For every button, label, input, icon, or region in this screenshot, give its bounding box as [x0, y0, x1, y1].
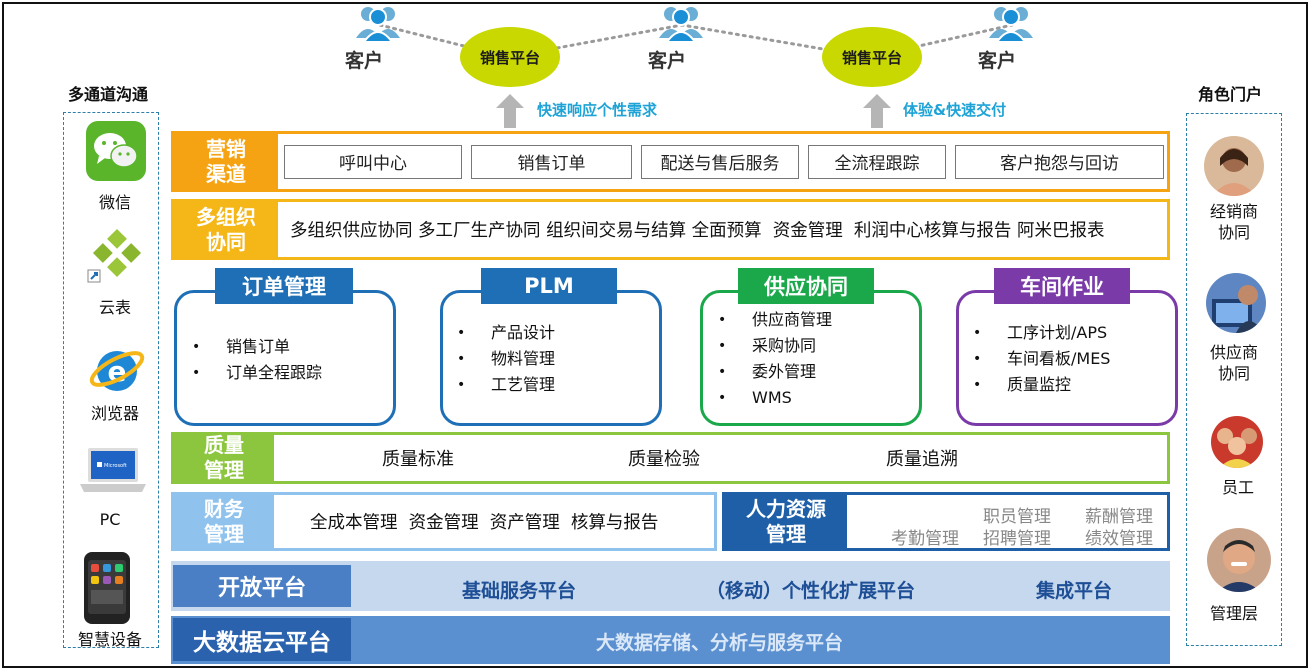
module-title-workshop: 车间作业: [994, 268, 1130, 304]
channel-label-pc: PC: [99, 510, 121, 529]
finance-head-line2: 管理: [204, 521, 244, 546]
laptop-icon: Microsoft: [80, 448, 146, 492]
module-item: 供应商管理: [718, 307, 832, 333]
hr-head: 人力资源管理: [725, 495, 847, 548]
role-label-employee: 员工: [1221, 478, 1254, 497]
role-label-supplier-line2: 协同: [1217, 364, 1250, 383]
cloud-table-icon: [87, 228, 142, 283]
finance-text: 全成本管理 资金管理 资产管理 核算与报告: [310, 513, 659, 533]
marketing-item: 呼叫中心: [284, 144, 462, 179]
marketing-item: 配送与售后服务: [641, 144, 799, 179]
finance-row: 财务管理 全成本管理 资金管理 资产管理 核算与报告: [171, 492, 717, 551]
hr-head-line2: 管理: [766, 521, 806, 546]
finance-head: 财务管理: [174, 495, 274, 548]
role-label-dealer-line2: 协同: [1217, 223, 1250, 242]
role-portal-title: 角色门户: [1198, 85, 1263, 104]
svg-text:Microsoft: Microsoft: [104, 463, 127, 469]
open-platform-head: 开放平台: [173, 565, 351, 607]
role-label-supplier-line1: 供应商: [1209, 343, 1258, 362]
hr-head-line1: 人力资源: [746, 496, 826, 521]
module-list-order: 销售订单 订单全程跟踪: [192, 334, 322, 386]
smart-device-icon: [84, 552, 130, 624]
marketing-head-line1: 营销: [206, 136, 246, 161]
customer-label: 客户: [344, 50, 383, 72]
hr-item: 考勤管理: [891, 529, 959, 549]
module-item: 质量监控: [973, 372, 1110, 398]
marketing-item: 全流程跟踪: [808, 144, 946, 179]
multi-org-head-line2: 协同: [206, 229, 246, 254]
multi-channel-title: 多通道沟通: [68, 85, 149, 104]
module-list-plm: 产品设计 物料管理 工艺管理: [457, 320, 555, 398]
role-label-management: 管理层: [1209, 604, 1258, 623]
open-platform-item: 基础服务平台: [462, 580, 577, 602]
management-avatar: [1207, 528, 1271, 592]
quality-item: 质量标准: [382, 449, 454, 470]
bigdata-head: 大数据云平台: [173, 618, 351, 661]
hr-row: 人力资源管理 职员管理 薪酬管理 考勤管理 招聘管理 绩效管理: [722, 492, 1170, 551]
module-title-plm: PLM: [481, 268, 617, 304]
channel-label-cloud-table: 云表: [98, 298, 131, 317]
marketing-item: 客户抱怨与回访: [955, 144, 1164, 179]
hr-item: 招聘管理: [983, 529, 1051, 549]
wechat-icon: [86, 121, 146, 181]
employee-avatar: [1211, 416, 1263, 468]
module-item: 销售订单: [192, 334, 322, 360]
sales-platform-left: 销售平台: [460, 27, 560, 87]
customer-person-icon: [989, 2, 1033, 43]
marketing-head-line2: 渠道: [206, 161, 246, 186]
right-arrow-caption: 体验&快速交付: [903, 101, 1007, 119]
dealer-avatar: [1204, 136, 1264, 196]
marketing-channel-head: 营销渠道: [174, 134, 278, 189]
module-list-workshop: 工序计划/APS 车间看板/MES 质量监控: [973, 320, 1110, 398]
supplier-avatar: [1206, 273, 1266, 333]
module-item: 采购协同: [718, 333, 832, 359]
role-portal-panel: [1186, 113, 1282, 646]
module-item: WMS: [718, 385, 832, 411]
quality-item: 质量检验: [628, 449, 700, 470]
module-item: 车间看板/MES: [973, 346, 1110, 372]
module-item: 工艺管理: [457, 372, 555, 398]
module-title-supply: 供应协同: [738, 268, 874, 304]
module-item: 产品设计: [457, 320, 555, 346]
multi-org-head: 多组织协同: [174, 202, 278, 257]
up-arrow-icon: [863, 94, 891, 128]
quality-head-line2: 管理: [204, 458, 244, 482]
up-arrow-icon: [496, 94, 524, 128]
module-title-order: 订单管理: [215, 268, 353, 304]
module-item: 工序计划/APS: [973, 320, 1110, 346]
marketing-item: 销售订单: [471, 144, 632, 179]
open-platform-item: 集成平台: [1036, 580, 1113, 602]
quality-row: 质量管理 质量标准 质量检验 质量追溯: [171, 432, 1170, 484]
channel-label-browser: 浏览器: [90, 404, 139, 423]
marketing-channel-row: 营销渠道 呼叫中心 销售订单 配送与售后服务 全流程跟踪 客户抱怨与回访: [171, 131, 1170, 192]
module-item: 物料管理: [457, 346, 555, 372]
hr-item: 薪酬管理: [1085, 507, 1153, 527]
customer-person-icon: [356, 2, 400, 43]
left-arrow-caption: 快速响应个性需求: [537, 101, 658, 119]
quality-head: 质量管理: [174, 433, 274, 482]
finance-head-line1: 财务: [204, 496, 244, 521]
hr-item: 职员管理: [983, 507, 1051, 527]
quality-item: 质量追溯: [886, 449, 958, 470]
customer-label: 客户: [977, 50, 1016, 72]
bigdata-text: 大数据存储、分析与服务平台: [596, 632, 844, 654]
multi-channel-panel: [63, 112, 159, 648]
open-platform-item: （移动）个性化扩展平台: [706, 580, 916, 602]
channel-label-wechat: 微信: [98, 193, 131, 212]
multi-org-row: 多组织协同 多组织供应协同 多工厂生产协同 组织间交易与结算 全面预算 资金管理…: [171, 199, 1170, 260]
module-item: 委外管理: [718, 359, 832, 385]
multi-org-text: 多组织供应协同 多工厂生产协同 组织间交易与结算 全面预算 资金管理 利润中心核…: [290, 221, 1105, 241]
customer-person-icon: [659, 2, 703, 43]
hr-item: 绩效管理: [1085, 529, 1153, 549]
quality-head-line1: 质量: [204, 433, 244, 457]
sales-platform-right: 销售平台: [822, 27, 922, 87]
channel-label-smart-device: 智慧设备: [77, 630, 142, 649]
multi-org-head-line1: 多组织: [196, 204, 256, 229]
browser-icon: e: [89, 351, 145, 391]
customer-label: 客户: [647, 50, 686, 72]
role-label-dealer-line1: 经销商: [1209, 202, 1258, 221]
module-list-supply: 供应商管理 采购协同 委外管理 WMS: [718, 307, 832, 411]
module-item: 订单全程跟踪: [192, 360, 322, 386]
